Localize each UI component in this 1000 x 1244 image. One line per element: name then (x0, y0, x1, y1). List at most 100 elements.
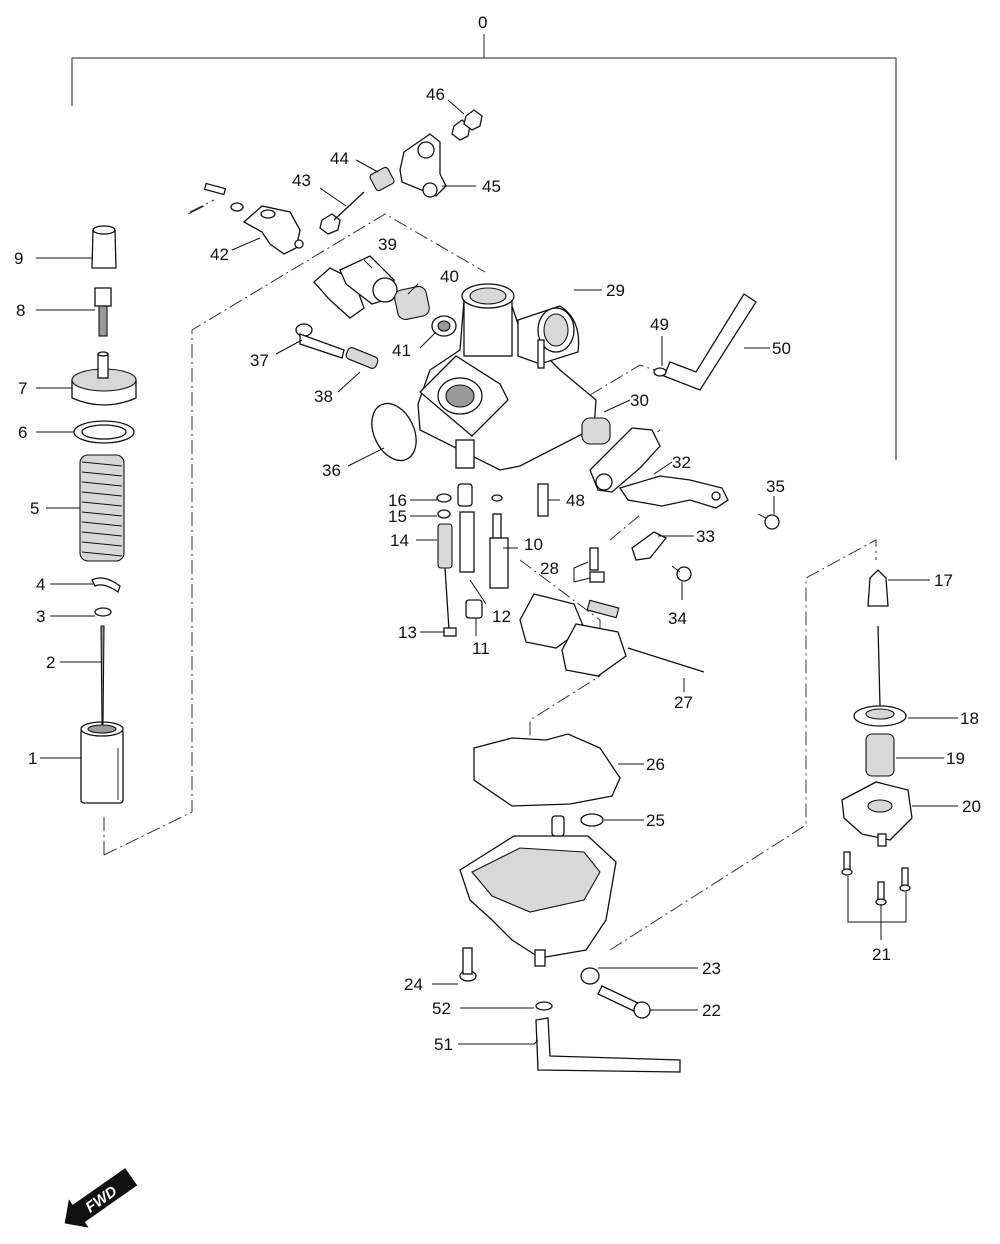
callout-40: 40 (440, 267, 459, 286)
callout-34: 34 (668, 609, 687, 628)
assembly-frame (71, 34, 897, 460)
carburetor-body-29 (417, 283, 597, 471)
callout-23: 23 (702, 959, 721, 978)
callout-13: 13 (398, 623, 417, 642)
bolt-43 (319, 191, 365, 235)
callout-48: 48 (566, 491, 585, 510)
screw-22 (597, 985, 651, 1019)
callout-22: 22 (702, 1001, 721, 1020)
callout-28: 28 (540, 559, 559, 578)
callout-49: 49 (650, 315, 669, 334)
callout-labels: 0 9 8 7 6 5 4 3 2 1 46 44 43 45 42 39 40… (14, 13, 981, 1054)
float-bowl (459, 815, 617, 967)
callout-4: 4 (36, 575, 45, 594)
callout-41: 41 (392, 341, 411, 360)
fwd-direction-badge: FWD (64, 1168, 138, 1228)
callout-16: 16 (388, 491, 407, 510)
callout-19: 19 (946, 749, 965, 768)
float-assembly (519, 547, 705, 677)
callout-7: 7 (18, 379, 27, 398)
cap-41 (431, 315, 457, 337)
spring-44 (369, 166, 395, 192)
callout-24: 24 (404, 975, 423, 994)
callout-25: 25 (646, 811, 665, 830)
callout-26: 26 (646, 755, 665, 774)
callout-10: 10 (524, 535, 543, 554)
spring-38 (345, 347, 379, 369)
callout-0: 0 (478, 13, 487, 32)
leader-lines (36, 99, 958, 1045)
o-ring-23 (580, 967, 600, 985)
screw-35 (757, 513, 780, 530)
o-ring-25 (580, 813, 604, 827)
callout-2: 2 (46, 653, 55, 672)
cap-9 (91, 225, 117, 269)
callout-38: 38 (314, 387, 333, 406)
screws-21 (841, 851, 911, 906)
screw-34 (671, 565, 692, 582)
hose-50 (663, 293, 757, 391)
callout-45: 45 (482, 177, 501, 196)
callout-33: 33 (696, 527, 715, 546)
callout-1: 1 (28, 749, 37, 768)
diaphragm-18 (853, 625, 907, 727)
bracket-45 (399, 133, 447, 198)
callout-52: 52 (432, 999, 451, 1018)
callout-37: 37 (250, 351, 269, 370)
nuts-46 (451, 109, 483, 141)
cover-20 (841, 781, 913, 847)
callout-35: 35 (766, 477, 785, 496)
callout-42: 42 (210, 245, 229, 264)
callout-50: 50 (772, 339, 791, 358)
callout-36: 36 (322, 461, 341, 480)
retainer-4 (91, 577, 121, 594)
cap-7 (71, 351, 137, 406)
callout-21: 21 (872, 945, 891, 964)
plate-33 (631, 531, 668, 561)
valve-17 (867, 569, 889, 607)
screw-37 (295, 323, 345, 359)
throttle-lever (589, 427, 661, 493)
callout-43: 43 (292, 171, 311, 190)
adjuster-8 (94, 287, 112, 337)
gasket-26 (473, 733, 621, 807)
callout-29: 29 (606, 281, 625, 300)
screw-24 (459, 947, 477, 982)
spring-5 (79, 454, 125, 562)
screw-assembly-top (187, 182, 244, 215)
callout-9: 9 (14, 249, 23, 268)
callout-44: 44 (330, 149, 349, 168)
fwd-arrow-icon (64, 1168, 138, 1228)
gasket-ring-6 (73, 420, 135, 444)
callout-51: 51 (434, 1035, 453, 1054)
callout-8: 8 (16, 301, 25, 320)
drain-hose-51 (535, 1017, 681, 1073)
callout-3: 3 (36, 607, 45, 626)
o-ring-36 (371, 402, 417, 462)
bracket-42 (242, 205, 304, 255)
callout-39: 39 (378, 235, 397, 254)
jet-needle-2 (100, 625, 105, 725)
callout-17: 17 (934, 571, 953, 590)
clip-52 (535, 1001, 553, 1011)
starter-lever-39 (313, 255, 398, 319)
callout-32: 32 (672, 453, 691, 472)
callout-46: 46 (426, 85, 445, 104)
callout-18: 18 (960, 709, 979, 728)
spring-40 (394, 285, 430, 321)
callout-20: 20 (962, 797, 981, 816)
callout-14: 14 (390, 531, 409, 550)
callout-11: 11 (472, 639, 490, 658)
clip-3 (94, 607, 112, 617)
callout-5: 5 (30, 499, 39, 518)
spring-19 (865, 733, 895, 777)
jet-cluster (436, 483, 549, 637)
clip-49 (653, 367, 667, 377)
callout-15: 15 (388, 507, 407, 526)
throttle-valve-1 (80, 721, 124, 804)
callout-6: 6 (18, 423, 27, 442)
callout-27: 27 (674, 693, 693, 712)
bracket-32 (618, 475, 729, 509)
callout-30: 30 (630, 391, 649, 410)
